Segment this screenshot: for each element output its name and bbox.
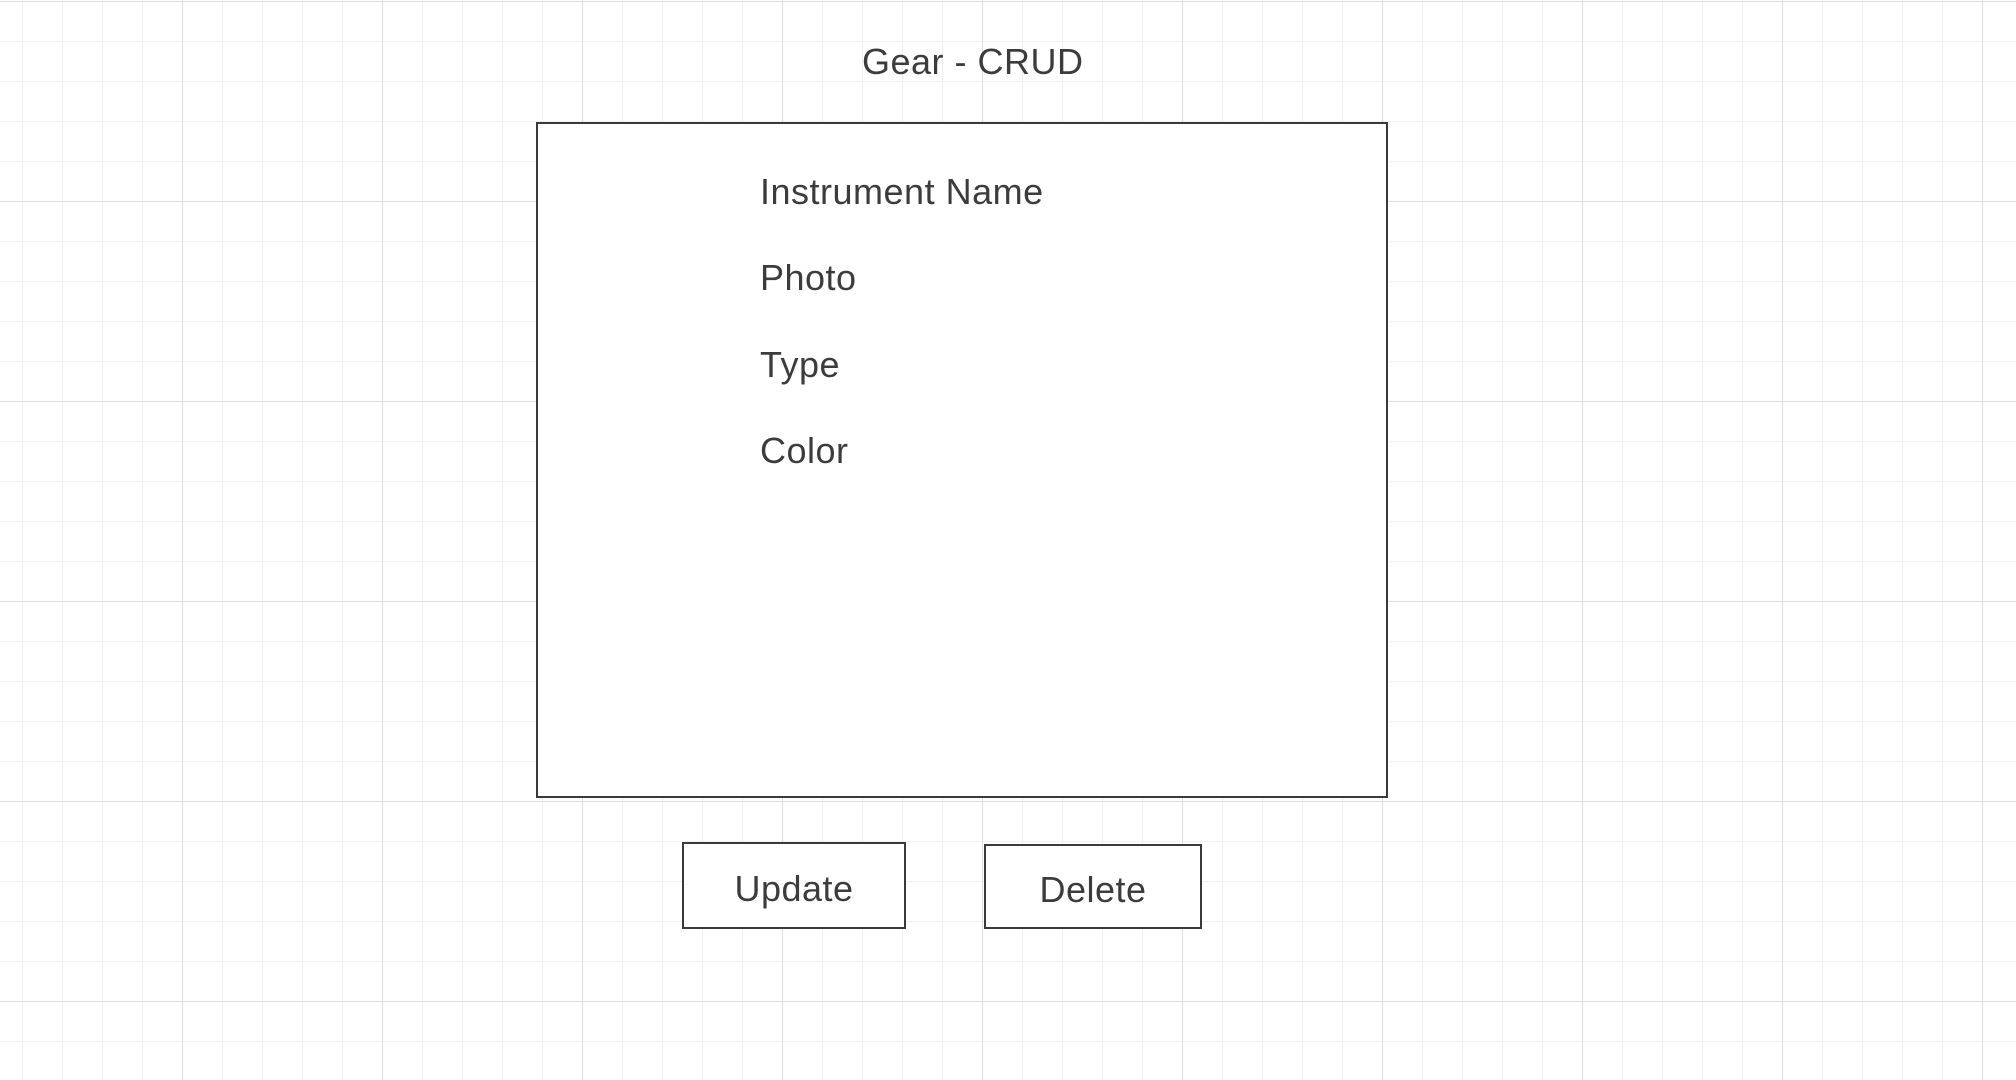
delete-button[interactable]: Delete <box>984 844 1202 929</box>
field-label-type: Type <box>760 344 841 385</box>
update-button[interactable]: Update <box>682 842 906 929</box>
field-label-instrument-name: Instrument Name <box>760 171 1044 212</box>
field-label-photo: Photo <box>760 257 857 298</box>
field-label-color: Color <box>760 430 849 471</box>
page-title: Gear - CRUD <box>862 41 1084 82</box>
gear-detail-panel: Instrument Name Photo Type Color <box>536 122 1388 798</box>
